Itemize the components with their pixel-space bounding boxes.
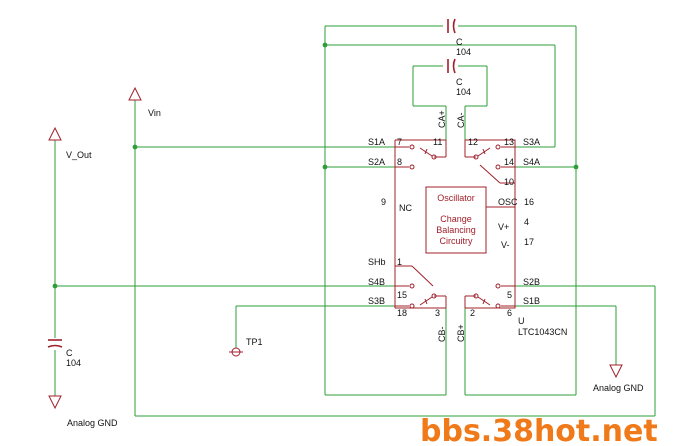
core-label-balancing: Balancing	[436, 225, 476, 235]
switch-top-left	[409, 140, 447, 170]
pin-name-s4b: S4B	[368, 277, 385, 287]
pin-numbers: 7 8 11 12 13 14 10 16 9 4 17 1 15 18 3 2…	[381, 137, 534, 318]
capacitor-ca	[447, 58, 456, 74]
pin-name-nc: NC	[399, 203, 412, 213]
pin-3: 3	[435, 308, 440, 318]
core-label-oscillator: Oscillator	[437, 193, 475, 203]
pin-name-s2b: S2B	[523, 277, 540, 287]
pin-name-s3b: S3B	[368, 296, 385, 306]
pin-name-s2a: S2A	[368, 157, 385, 167]
pin-16: 16	[524, 197, 534, 207]
pin-14: 14	[504, 157, 514, 167]
pin-8: 8	[397, 157, 402, 167]
pin-name-s3a: S3A	[523, 137, 540, 147]
pin-9: 9	[381, 197, 386, 207]
pin-5: 5	[507, 290, 512, 300]
vout-arrow-symbol	[48, 126, 62, 141]
vin-arrow-symbol	[128, 86, 142, 101]
core-label-circuitry: Circuitry	[440, 236, 473, 246]
ic-value-label: LTC1043CN	[518, 327, 567, 337]
pin-name-osc: OSC	[498, 197, 518, 207]
pin-name-s1a: S1A	[368, 137, 385, 147]
cap-top-ref: C	[456, 37, 463, 47]
pin-name-shb: SHb	[368, 257, 386, 267]
ic-ref-label: U	[518, 316, 525, 326]
pin-name-cbplus: CB+	[456, 324, 466, 342]
switch-bottom-right	[464, 283, 501, 309]
net-vout-label: V_Out	[66, 150, 92, 160]
testpoint-tp1-symbol	[229, 347, 243, 357]
tp1-label: TP1	[246, 337, 263, 347]
pin-18: 18	[397, 308, 407, 318]
net-gnd-right-label: Analog GND	[593, 383, 644, 393]
pin-name-vplus: V+	[498, 222, 509, 232]
cap-left-value: 104	[66, 358, 81, 368]
pin-10: 10	[504, 177, 514, 187]
pin-12: 12	[468, 137, 478, 147]
wires	[54, 25, 656, 417]
watermark-text: bbs.38hot.net	[420, 414, 658, 446]
ic-ltc1043	[394, 139, 516, 309]
net-vin-label: Vin	[148, 108, 161, 118]
junction-dots	[52, 42, 579, 289]
pin-name-cbminus: CB-	[437, 326, 447, 342]
cap-top-value: 104	[456, 47, 471, 57]
cap-left-ref: C	[66, 348, 73, 358]
capacitor-top	[447, 18, 456, 34]
pin-6: 6	[507, 308, 512, 318]
pin-name-caminus: CA-	[456, 112, 466, 128]
capacitor-left	[47, 339, 63, 348]
pin-13: 13	[504, 137, 514, 147]
pin-1: 1	[397, 257, 402, 267]
ground-left-symbol	[48, 395, 62, 410]
cap-ca-ref: C	[456, 77, 463, 87]
pin-2: 2	[470, 308, 475, 318]
cap-ca-value: 104	[456, 87, 471, 97]
pin-7: 7	[397, 137, 402, 147]
switch-top-right	[464, 140, 501, 170]
ground-right-symbol	[609, 364, 623, 379]
pin-name-caplus: CA+	[437, 110, 447, 128]
pin-name-s4a: S4A	[523, 157, 540, 167]
switch-bottom-left	[409, 283, 447, 309]
net-gnd-left-label: Analog GND	[67, 418, 118, 428]
core-label-change: Change	[440, 214, 472, 224]
pin-name-vminus: V-	[501, 240, 510, 250]
pin-names: S1A S2A S3A S4A NC OSC V+ V- SHb S4B S3B…	[368, 110, 540, 342]
pin-4: 4	[524, 217, 529, 227]
pin-11: 11	[433, 137, 442, 147]
pin-17: 17	[524, 237, 534, 247]
pin-name-s1b: S1B	[523, 296, 540, 306]
pin-15: 15	[397, 290, 407, 300]
